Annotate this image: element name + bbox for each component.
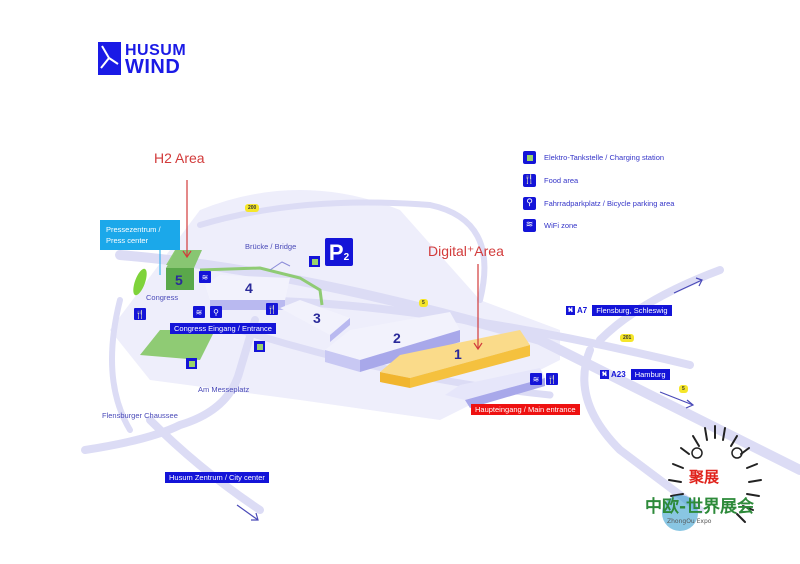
qr-label-sub: ZhongOu Expo	[667, 518, 712, 525]
logo-line1: HUSUM	[125, 41, 187, 59]
highway-a7-row: ⛕A7 Flensburg, Schleswig	[566, 305, 672, 316]
green-lawn	[140, 330, 215, 360]
entrance-hall	[445, 368, 545, 400]
road-number-5-b: 5	[679, 385, 688, 393]
city-center-tag: Husum Zentrum / City center	[165, 472, 269, 483]
congress-entrance-tag: Congress Eingang / Entrance	[170, 323, 276, 334]
hall-5-front	[166, 268, 194, 290]
hall-1-label: 1	[454, 346, 462, 362]
logo-line2: WIND	[125, 55, 181, 78]
congress-label: Congress	[146, 293, 179, 302]
hall-4-label: 4	[245, 280, 253, 296]
h2-arrow-head	[182, 250, 192, 259]
arrow-hamburg-head	[685, 399, 695, 409]
highway-a7: ⛕A7	[566, 306, 587, 315]
logo-wind-icon	[98, 42, 121, 75]
legend-label: Fahrradparkplatz / Bicycle parking area	[544, 199, 675, 208]
flensburg-tag: Flensburg, Schleswig	[592, 305, 672, 316]
legend-label: WiFi zone	[544, 221, 578, 230]
parking-number: 2	[343, 252, 350, 263]
bicycle-icon: ⚲	[210, 306, 222, 318]
legend-label: Food area	[544, 176, 579, 185]
hall-5-label: 5	[175, 272, 183, 288]
trees	[133, 268, 147, 296]
highway-icon: ⛕	[600, 370, 609, 379]
highway-a23-row: ⛕A23 Hamburg	[600, 369, 670, 380]
bridge-label: Brücke / Bridge	[245, 242, 297, 251]
qr-code-image	[662, 425, 762, 531]
charging-station-icon	[523, 151, 536, 164]
qr-label-top: 聚展	[689, 468, 720, 486]
hall-3-label: 3	[313, 310, 321, 326]
hall-1-top	[380, 330, 530, 378]
hall-2-label: 2	[393, 330, 401, 346]
bicycle-icon: ⚲	[523, 197, 536, 210]
charging-station-icon	[186, 358, 197, 369]
entrance-hall-side	[465, 378, 545, 408]
wifi-icon: ≋	[199, 271, 211, 283]
food-icon: 🍴	[523, 174, 536, 187]
main-entrance-tag: Haupteingang / Main entrance	[471, 404, 580, 415]
parking-letter: P	[328, 240, 344, 265]
charging-station-icon	[254, 341, 265, 352]
hall-2-side	[360, 330, 460, 372]
arrow-city-head	[251, 512, 259, 521]
wifi-icon: ≋	[193, 306, 205, 318]
hall-1-side	[410, 345, 530, 388]
food-icon: 🍴	[134, 308, 146, 320]
road-left	[109, 297, 133, 433]
legend-label: Elektro-Tankstelle / Charging station	[544, 153, 665, 162]
highway-a23: ⛕A23	[600, 370, 626, 379]
road-number-201: 201	[620, 334, 635, 342]
highway-a7-label: A7	[577, 306, 588, 315]
charging-station-icon	[309, 256, 320, 267]
wifi-icon: ≋	[530, 373, 542, 385]
legend-item-food: 🍴 Food area	[523, 174, 578, 187]
highway-icon: ⛕	[566, 306, 575, 315]
bridge-marker	[269, 261, 291, 271]
hall-2-top	[325, 312, 460, 360]
hall-2-front	[325, 350, 360, 372]
hall-5-top	[166, 250, 202, 268]
road-chaussee	[81, 316, 259, 454]
hall-4-top	[205, 275, 290, 300]
green-path	[199, 266, 324, 306]
legend-item-charging: Elektro-Tankstelle / Charging station	[523, 151, 664, 164]
wifi-icon: ≋	[523, 219, 536, 232]
road-number-5: 5	[419, 299, 428, 307]
hall-1-front	[380, 372, 410, 388]
digital-area-label: Digital⁺Area	[428, 243, 504, 259]
arrow-flensburg-head	[695, 277, 703, 287]
food-icon: 🍴	[266, 303, 278, 315]
road-city	[146, 416, 264, 514]
h2-area-label: H2 Area	[154, 150, 205, 166]
road-curve	[580, 346, 704, 514]
hall-3-top	[280, 300, 350, 335]
qr-watermark: 聚展 中欧-世界展会 ZhongOu Expo	[645, 418, 785, 558]
husum-wind-logo: HUSUM WIND	[98, 41, 187, 78]
road-b201	[596, 266, 724, 344]
arrow-hamburg	[659, 391, 694, 406]
digital-arrow-head	[473, 342, 483, 351]
arrow-city	[236, 504, 259, 521]
hamburg-tag: Hamburg	[630, 369, 670, 380]
arrow-flensburg	[673, 279, 703, 294]
highway-a23-label: A23	[611, 370, 626, 379]
legend-item-bicycle: ⚲ Fahrradparkplatz / Bicycle parking are…	[523, 197, 674, 210]
hall-3-side	[330, 318, 350, 342]
messeplatz-label: Am Messeplatz	[198, 385, 250, 394]
press-center-tag: Pressezentrum / Press center	[100, 220, 180, 250]
food-icon: 🍴	[546, 373, 558, 385]
legend-item-wifi: ≋ WiFi zone	[523, 219, 577, 232]
road-number-200: 200	[245, 204, 260, 212]
qr-label-main: 中欧-世界展会	[645, 497, 755, 517]
chaussee-label: Flensburger Chaussee	[102, 411, 178, 420]
